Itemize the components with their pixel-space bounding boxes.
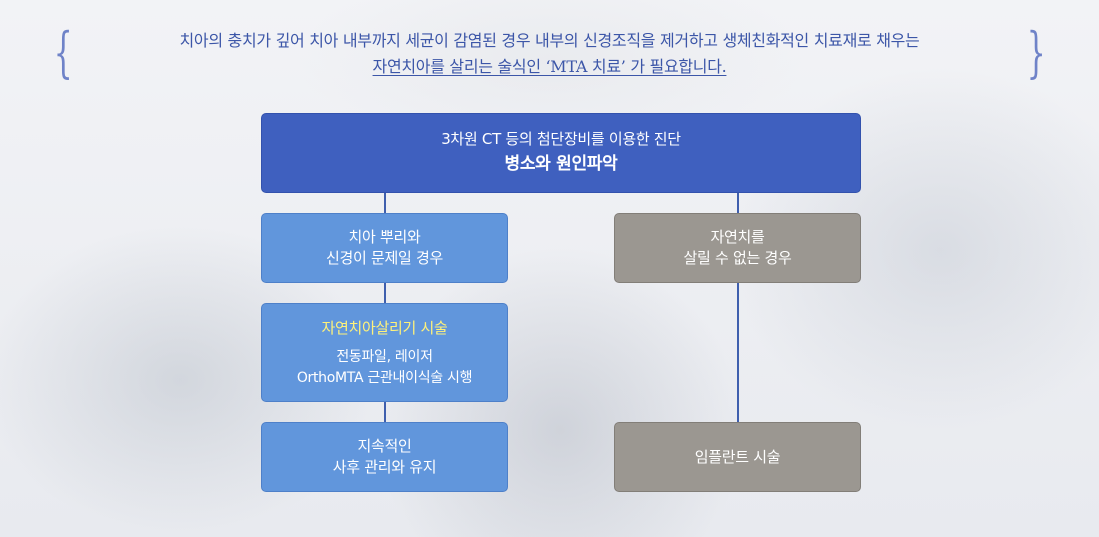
followup-line-1: 지속적인: [357, 436, 411, 457]
root-nerve-case-line-2: 신경이 문제일 경우: [326, 248, 443, 269]
unsavable-case-line-2: 살릴 수 없는 경우: [684, 248, 792, 269]
diagnosis-title: 병소와 원인파악: [505, 150, 618, 178]
treatment-detail-line-2: OrthoMTA 근관내이식술 시행: [297, 368, 472, 389]
root-nerve-case-node: 치아 뿌리와 신경이 문제일 경우: [261, 213, 508, 283]
diagnosis-node: 3차원 CT 등의 첨단장비를 이용한 진단 병소와 원인파악: [261, 113, 861, 193]
implant-treatment-node: 임플란트 시술: [614, 422, 861, 492]
followup-line-2: 사후 관리와 유지: [333, 457, 436, 478]
unsavable-case-line-1: 자연치를: [710, 227, 764, 248]
unsavable-tooth-case-node: 자연치를 살릴 수 없는 경우: [614, 213, 861, 283]
followup-care-node: 지속적인 사후 관리와 유지: [261, 422, 508, 492]
diagnosis-subtitle: 3차원 CT 등의 첨단장비를 이용한 진단: [441, 128, 681, 150]
natural-tooth-treatment-title: 자연치아살리기 시술: [322, 317, 448, 339]
natural-tooth-treatment-node: 자연치아살리기 시술 전동파일, 레이저 OrthoMTA 근관내이식술 시행: [261, 303, 508, 402]
root-nerve-case-line-1: 치아 뿌리와: [349, 227, 421, 248]
implant-treatment-label: 임플란트 시술: [695, 447, 780, 468]
treatment-detail-line-1: 전동파일, 레이저: [336, 347, 432, 368]
